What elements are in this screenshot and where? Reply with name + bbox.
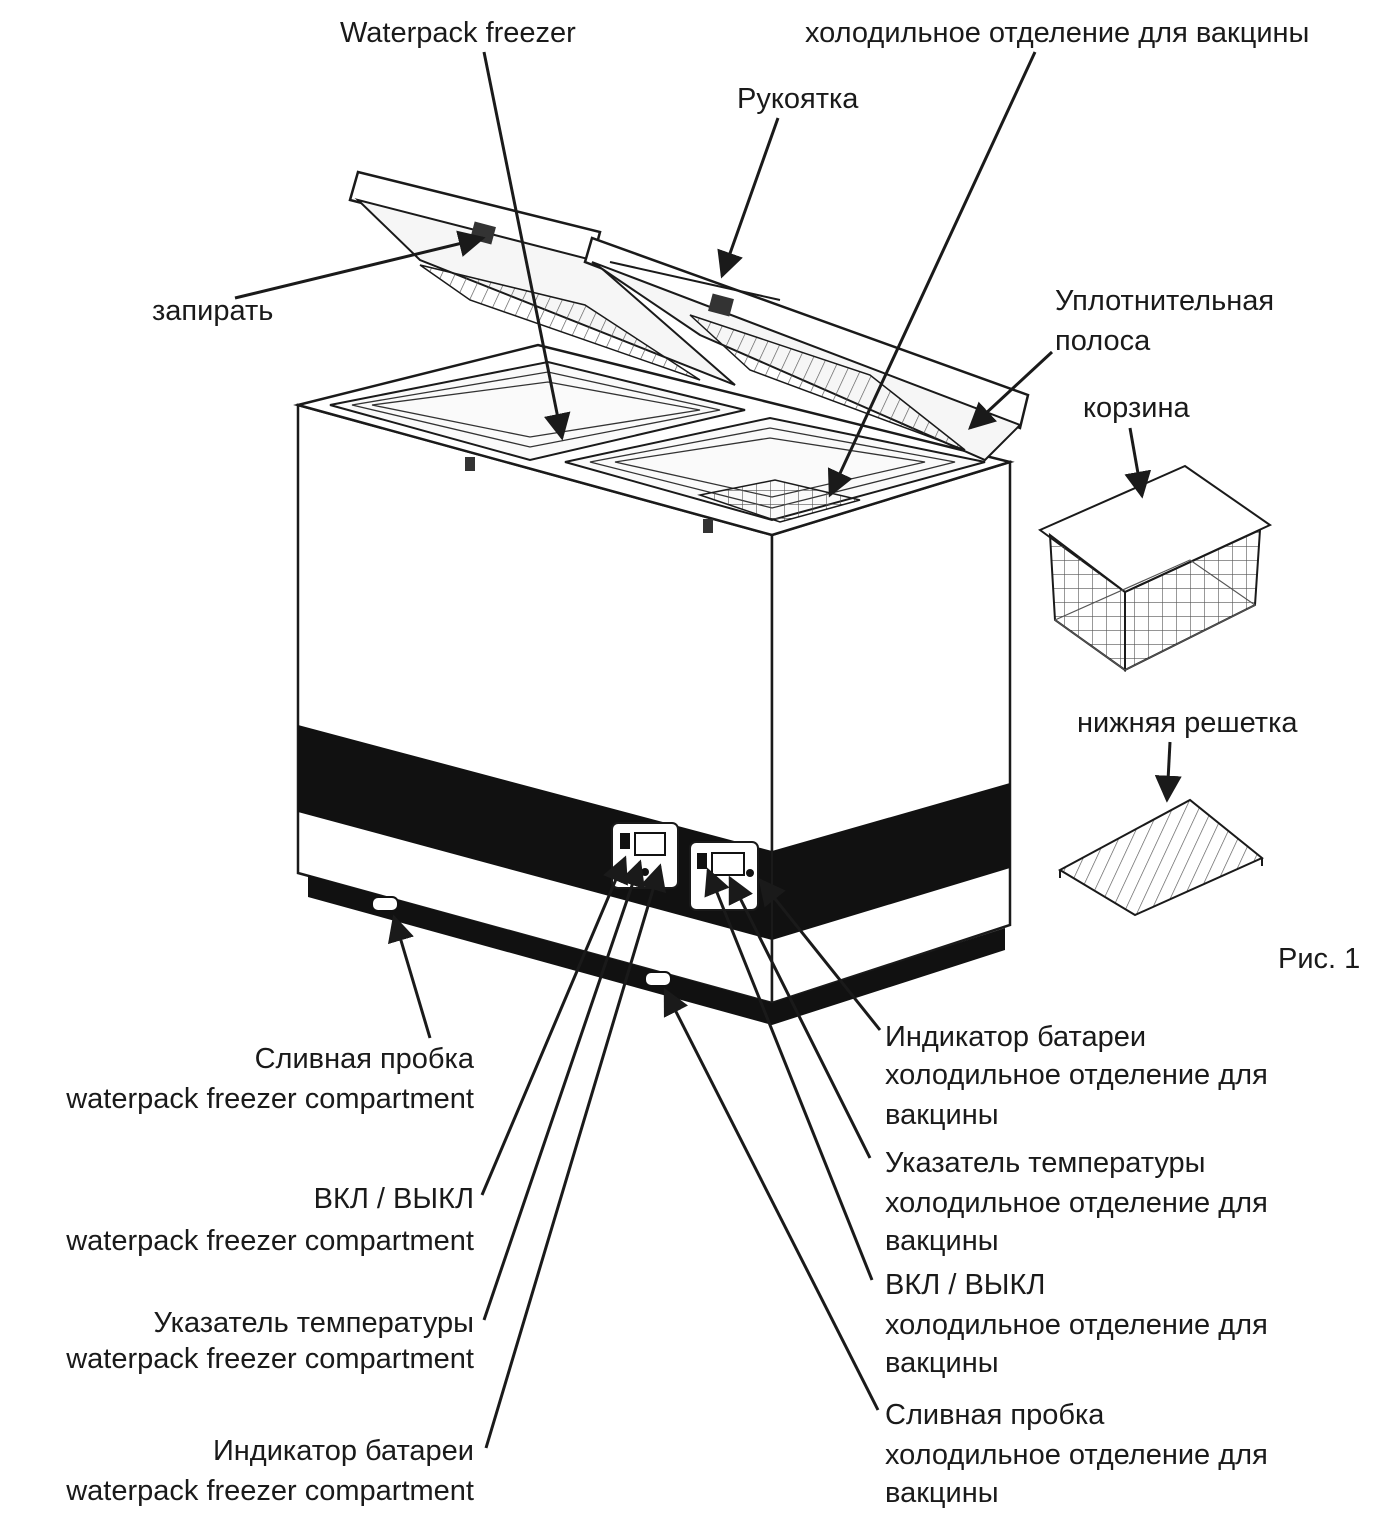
label-seal-strip-1: Уплотнительная xyxy=(1055,285,1274,317)
arrow-left-onoff xyxy=(480,855,628,1196)
left-callout-3-line2: waterpack freezer compartment xyxy=(65,1343,474,1375)
arrow-vaccine-compartment xyxy=(827,51,1037,498)
arrow-handle xyxy=(717,117,780,279)
right-callout-3-line1: ВКЛ / ВЫКЛ xyxy=(885,1269,1045,1301)
control-panel-vaccine xyxy=(689,841,759,911)
right-callout-2-line2: холодильное отделение для xyxy=(885,1187,1268,1219)
black-band-side xyxy=(772,783,1010,940)
right-callouts: Индикатор батареи холодильное отделение … xyxy=(885,1021,1268,1509)
label-waterpack-freezer: Waterpack freezer xyxy=(340,17,576,49)
right-callout-2-line3: вакцины xyxy=(885,1225,999,1257)
left-callout-3-line1: Указатель температуры xyxy=(154,1307,474,1339)
arrow-left-battery xyxy=(484,863,666,1449)
drain-plug-left xyxy=(371,896,399,912)
label-lock: запирать xyxy=(152,295,273,327)
left-callout-2-line1: ВКЛ / ВЫКЛ xyxy=(314,1183,474,1215)
right-callout-4-line3: вакцины xyxy=(885,1477,999,1509)
base-plinth-side xyxy=(772,928,1005,1025)
lid-right xyxy=(583,236,1030,462)
label-handle: Рукоятка xyxy=(737,83,859,115)
arrow-right-temp xyxy=(728,875,872,1159)
arrow-lock xyxy=(234,230,486,300)
right-callout-4-line2: холодильное отделение для xyxy=(885,1439,1268,1471)
left-callouts: Сливная пробка waterpack freezer compart… xyxy=(65,1043,475,1507)
label-bottom-grate: нижняя решетка xyxy=(1077,707,1298,739)
left-callout-4-line1: Индикатор батареи xyxy=(213,1435,474,1467)
label-vaccine-compartment: холодильное отделение для вакцины xyxy=(805,17,1309,49)
arrow-right-battery xyxy=(758,877,882,1031)
left-callout-1-line1: Сливная пробка xyxy=(255,1043,475,1075)
inner-basket xyxy=(697,479,861,523)
left-callout-4-line2: waterpack freezer compartment xyxy=(65,1475,474,1507)
arrow-bottom-grate xyxy=(1154,741,1182,803)
right-callout-1-line2: холодильное отделение для xyxy=(885,1059,1268,1091)
label-basket: корзина xyxy=(1083,392,1190,424)
arrow-seal-strip xyxy=(968,350,1054,430)
bottom-grate-illustration xyxy=(1057,798,1264,917)
latch-hook-left xyxy=(465,457,475,471)
right-callout-1-line1: Индикатор батареи xyxy=(885,1021,1146,1053)
arrow-left-drain xyxy=(387,914,432,1039)
right-callout-1-line3: вакцины xyxy=(885,1099,999,1131)
left-callout-2-line2: waterpack freezer compartment xyxy=(65,1225,474,1257)
right-callout-3-line3: вакцины xyxy=(885,1347,999,1379)
arrow-left-temp xyxy=(482,859,645,1321)
control-panel-waterpack xyxy=(611,822,679,889)
label-seal-strip-2: полоса xyxy=(1055,325,1151,357)
arrow-waterpack-freezer xyxy=(482,51,571,441)
drain-plug-right xyxy=(644,971,672,987)
latch-hook-right xyxy=(703,519,713,533)
arrow-basket xyxy=(1124,427,1152,499)
arrow-right-drain xyxy=(663,987,880,1411)
freezer-opening-left xyxy=(329,360,746,462)
right-callout-4-line1: Сливная пробка xyxy=(885,1399,1105,1431)
arrow-right-onoff xyxy=(704,867,874,1281)
freezer-opening-right xyxy=(564,416,986,522)
basket-illustration xyxy=(1038,464,1273,672)
base-plinth-front xyxy=(308,875,772,1025)
freezer-body xyxy=(293,343,1015,1025)
right-callout-2-line1: Указатель температуры xyxy=(885,1147,1205,1179)
right-callout-3-line2: холодильное отделение для xyxy=(885,1309,1268,1341)
figure-caption: Рис. 1 xyxy=(1278,943,1360,975)
left-callout-1-line2: waterpack freezer compartment xyxy=(65,1083,474,1115)
